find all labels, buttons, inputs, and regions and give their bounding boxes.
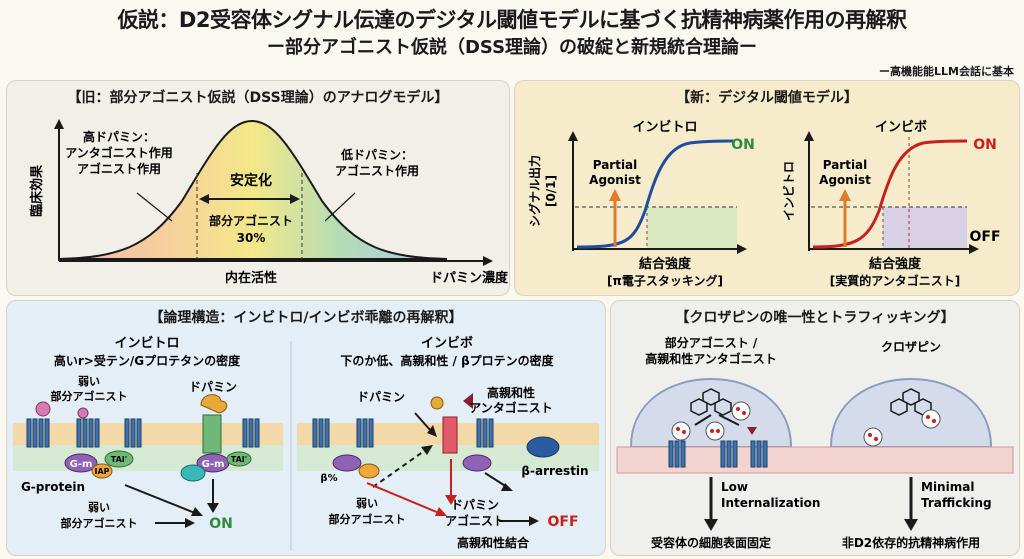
invivo-threshold-band <box>883 207 967 249</box>
logic-structure-diagram: G-m IAP TAI' G-m TAI' インビトロ 高いr>受テン/Gプロテ… <box>13 335 599 551</box>
right-cell-title: クロザピン <box>881 340 941 354</box>
invitro-threshold-band <box>647 207 737 249</box>
panel-digital-model: 【新：デジタル閾値モデル】 インビトロ ON Partial Agonist シ… <box>514 80 1020 296</box>
invivo-off-label: OFF <box>969 229 1000 245</box>
invitro-section-title: インビトロ <box>114 335 179 351</box>
y-axis-label: 臨床効果 <box>29 165 45 217</box>
beta-arrestin-label: β-arrestin <box>521 464 588 478</box>
panel-clozapine: 【クロザピンの唯一性とトラフィッキング】 <box>610 300 1020 556</box>
g-protein-label: G-protein <box>21 480 85 494</box>
panel-logic-structure: 【論理構造：インビトロ/インビボ乖離の再解釈】 G-m IAP TAI' G-m… <box>6 300 606 556</box>
high-affinity-antagonist-label: アンタゴニスト <box>469 400 553 415</box>
vesicle <box>671 421 691 441</box>
invivo-section-title: インビボ <box>421 335 473 351</box>
gm-label-1: G-m <box>70 459 93 470</box>
invivo-chart-title: インビボ <box>875 119 927 135</box>
invitro-on-label: ON <box>731 137 755 153</box>
left-receptors <box>668 440 768 468</box>
analog-model-diagram: 臨床効果 内在活性 ドパミン濃度 高ドパミン： アンタゴニスト作用 アゴニスト作… <box>29 119 509 286</box>
panel-logic-title: 【論理構造：インビトロ/インビボ乖離の再解釈】 <box>149 310 463 326</box>
beta-arrestin <box>526 436 560 458</box>
iap-label: IAP <box>94 467 109 476</box>
invitro-agonist-label: Partial <box>593 158 638 172</box>
stabilize-label: 安定化 <box>230 172 272 189</box>
invitro-agonist-label-2: Agonist <box>589 173 641 187</box>
dopamine-molecule-left <box>200 394 228 414</box>
partial-agonist-percent: 30% <box>237 231 266 245</box>
invivo-ylabel: インビトロ <box>781 161 796 221</box>
weak-partial-label-bottom: 部分アゴニスト <box>61 516 138 530</box>
digital-model-diagram: インビトロ ON Partial Agonist シグナル出力 [0/1] 結合… <box>527 119 1001 288</box>
high-dopamine-note: 高ドパミン： <box>83 129 155 144</box>
gm-label-2: G-m <box>202 459 225 470</box>
main-subtitle: ー部分アゴニスト仮説（DSS理論）の破綻と新規統合理論ー <box>266 37 758 58</box>
non-d2-action-label: 非D2依存的抗精神病作用 <box>842 535 980 550</box>
high-affinity-binding-label: 高親和性結合 <box>457 535 530 550</box>
clozapine-diagram: 部分アゴニスト / 高親和性アンタゴニスト クロザピン Low Internal… <box>616 335 1014 550</box>
beta-label: β% <box>320 473 337 484</box>
invitro-xsub: [π電子スタッキング] <box>607 273 723 288</box>
antagonist-molecule <box>463 393 473 409</box>
x-axis-label-right: ドパミン濃度 <box>430 270 509 286</box>
main-title: 仮説：D2受容体シグナル伝達のデジタル閾値モデルに基づく抗精神病薬作用の再解釈 <box>117 8 907 32</box>
internalization-label: Internalization <box>721 496 820 510</box>
agonist-action-note: アゴニスト作用 <box>77 161 161 176</box>
minimal-label: Minimal <box>921 480 974 494</box>
invivo-agonist-label: Partial <box>823 158 868 172</box>
panel-analog-model: 【旧：部分アゴニスト仮説（DSS理論）のアナログモデル】 臨床効果 内在活性 ド… <box>6 80 510 296</box>
dopamine-agonist-label-2: アゴニスト <box>445 513 505 528</box>
dopamine-agonist-label: ドパミン <box>451 498 499 512</box>
weak-label-bottom: 弱い <box>88 501 110 514</box>
tai-label-1: TAI' <box>111 455 127 464</box>
invivo-sigmoid <box>812 139 968 249</box>
low-agonist-note: アゴニスト作用 <box>335 163 419 178</box>
bell-curve <box>58 119 448 260</box>
invivo-xlabel: 結合強度 <box>869 256 922 272</box>
panel-clozapine-title: 【クロザピンの唯一性とトラフィッキング】 <box>675 310 955 326</box>
low-label: Low <box>721 480 748 494</box>
weak-label-top: 弱い <box>78 375 100 388</box>
invitro-receptors <box>26 418 260 448</box>
panel-digital-title: 【新：デジタル閾値モデル】 <box>676 90 858 106</box>
high-affinity-label: 高親和性 <box>487 385 535 400</box>
invivo-xsub: [実質的アンタゴニスト] <box>830 273 961 288</box>
invivo-receptors <box>312 418 494 448</box>
panel-analog-title: 【旧：部分アゴニスト仮説（DSS理論）のアナログモデル】 <box>67 90 449 106</box>
low-dopamine-note: 低ドパミン： <box>340 147 413 162</box>
invitro-on-result: ON <box>209 516 233 532</box>
surface-fixation-label: 受容体の細胞表面固定 <box>651 535 771 550</box>
dopamine-label-left: ドパミン <box>189 380 237 394</box>
invitro-section-subtitle: 高いr>受テン/Gプロテタンの密度 <box>54 353 241 368</box>
dopamine-molecule-right <box>430 396 444 410</box>
invitro-xlabel: 結合強度 <box>639 256 692 272</box>
invivo-weak-partial-label: 部分アゴニスト <box>329 512 406 526</box>
left-cell-title: 部分アゴニスト / <box>665 335 758 350</box>
x-axis-label: 内在活性 <box>225 270 277 286</box>
invitro-ylabel: シグナル出力 <box>527 155 542 227</box>
molecule-icon-left <box>690 388 732 416</box>
weak-agonist-molecule <box>35 401 51 417</box>
invivo-off-result: OFF <box>547 514 578 530</box>
g-protein-left <box>64 453 98 473</box>
invitro-ylabel-unit: [0/1] <box>544 175 558 207</box>
invivo-section-subtitle: 下のか低、高親和性 / βプロテンの密度 <box>340 353 554 368</box>
dopamine-label-right: ドパミン <box>357 390 405 404</box>
invivo-agonist-label-2: Agonist <box>819 173 871 187</box>
invitro-sigmoid <box>576 139 734 249</box>
invitro-chart-title: インビトロ <box>632 119 697 135</box>
basis-note: ー高機能能LLM会話に基本 <box>879 65 1014 78</box>
antagonist-receptor <box>442 416 458 454</box>
weak-partial-label-top: 部分アゴニスト <box>51 389 128 403</box>
tai-label-2: TAI' <box>231 455 247 464</box>
left-cell-title-2: 高親和性アンタゴニスト <box>645 351 777 366</box>
trafficking-label: Trafficking <box>921 496 992 510</box>
dopamine-receptor <box>202 414 222 454</box>
invivo-on-label: ON <box>973 137 997 153</box>
invivo-weak-label: 弱い <box>356 497 378 510</box>
antagonist-action-note: アンタゴニスト作用 <box>65 145 173 160</box>
partial-agonist-label: 部分アゴニスト <box>209 213 293 228</box>
